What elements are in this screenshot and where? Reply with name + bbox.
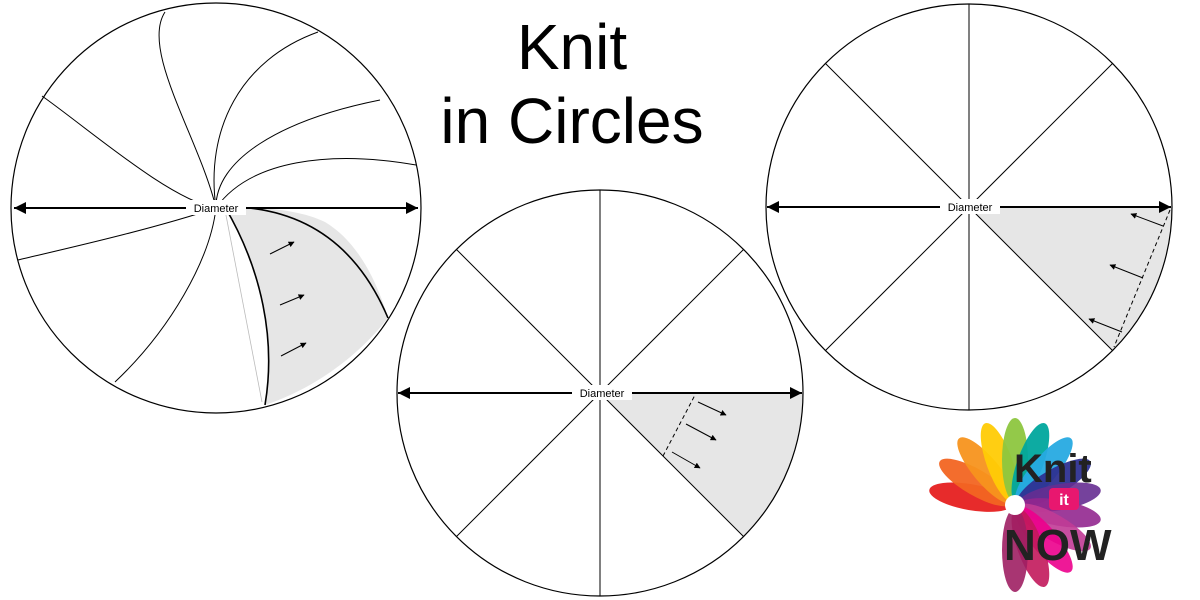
diameter-label: Diameter: [580, 388, 625, 400]
direction-arrows: [671, 401, 727, 469]
shaded-wedge: [969, 207, 1172, 351]
diameter-label: Diameter: [948, 202, 993, 214]
dashed-guide: [1113, 209, 1171, 348]
logo-swirl-petals: [929, 418, 1101, 592]
logo-word-now: NOW: [1004, 521, 1112, 570]
shaded-wedge: [600, 393, 803, 537]
direction-arrows: [1088, 213, 1164, 333]
title-line-2: in Circles: [440, 85, 704, 157]
swirl-lines: [17, 11, 417, 406]
logo-word-knit: Knit: [1014, 447, 1092, 491]
diameter-label: Diameter: [194, 203, 239, 215]
page-title: Knit in Circles: [372, 10, 772, 158]
knit-it-now-logo: Knit it NOW: [929, 418, 1112, 592]
dashed-guide: [662, 394, 696, 457]
circle-outline: [10, 2, 422, 414]
eight-wedge-circle-diagram: Diameter: [396, 189, 804, 597]
title-line-1: Knit: [516, 11, 628, 83]
swirl-circle-diagram: Diameter: [10, 2, 422, 414]
eight-wedge-circle-right-diagram: Diameter: [765, 3, 1173, 411]
direction-arrows: [269, 241, 307, 357]
logo-it-badge: [1049, 488, 1079, 510]
shaded-wedge: [225, 207, 388, 405]
logo-word-it: it: [1059, 492, 1069, 509]
